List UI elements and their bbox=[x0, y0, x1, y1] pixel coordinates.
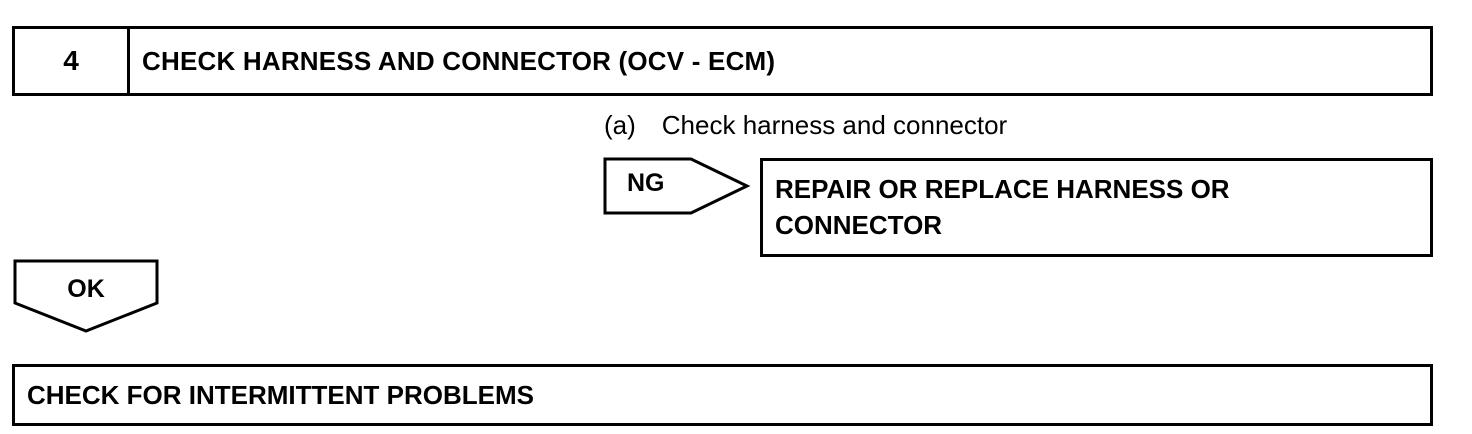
ok-branch-arrow: OK bbox=[13, 259, 159, 333]
step-number: 4 bbox=[15, 29, 130, 93]
step-header-box: 4 CHECK HARNESS AND CONNECTOR (OCV - ECM… bbox=[12, 26, 1433, 96]
ok-label: OK bbox=[67, 275, 105, 303]
ok-arrow-shape bbox=[13, 259, 159, 333]
next-step-box: CHECK FOR INTERMITTENT PROBLEMS bbox=[12, 364, 1433, 426]
step-title: CHECK HARNESS AND CONNECTOR (OCV - ECM) bbox=[142, 45, 776, 76]
ng-action-box: REPAIR OR REPLACE HARNESS OR CONNECTOR bbox=[760, 158, 1433, 257]
next-step-title: CHECK FOR INTERMITTENT PROBLEMS bbox=[27, 379, 534, 410]
ng-action-line-2: CONNECTOR bbox=[775, 210, 943, 240]
ng-branch-arrow: NG bbox=[603, 157, 751, 215]
ng-label: NG bbox=[627, 169, 665, 197]
substep-marker: (a) bbox=[604, 110, 636, 140]
ng-action-line-1: REPAIR OR REPLACE HARNESS OR bbox=[775, 174, 1230, 204]
substep-instruction: (a) Check harness and connector bbox=[604, 110, 1007, 141]
substep-text: Check harness and connector bbox=[661, 110, 1008, 140]
ng-arrow-shape bbox=[603, 157, 751, 215]
